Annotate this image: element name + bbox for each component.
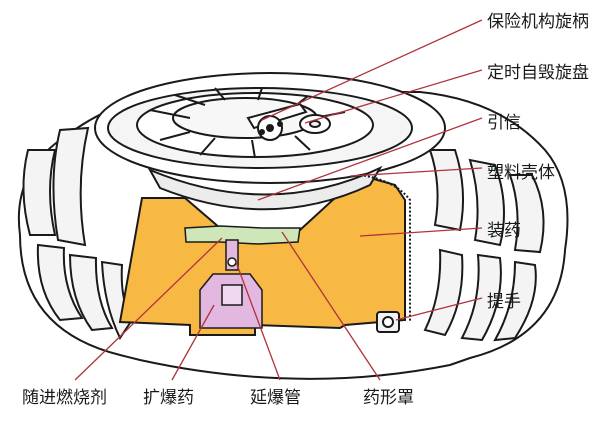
label-shaped-liner: 药形罩 bbox=[363, 388, 414, 408]
label-delay-tube: 延爆管 bbox=[250, 388, 301, 408]
carry-handle bbox=[376, 311, 400, 333]
label-fuze: 引信 bbox=[487, 113, 521, 133]
pointer-lines bbox=[74, 19, 483, 381]
label-self-destruct-dial: 定时自毁旋盘 bbox=[487, 63, 589, 83]
self-destruct-dial bbox=[299, 114, 331, 134]
casing-wall-outline bbox=[359, 174, 411, 322]
delay-tube-assembly bbox=[199, 239, 263, 329]
label-incendiary: 随进燃烧剂 bbox=[22, 388, 107, 408]
shaped-liner bbox=[184, 225, 301, 245]
label-handle: 提手 bbox=[487, 292, 521, 312]
label-plastic-casing: 塑料壳体 bbox=[487, 163, 555, 183]
safety-mechanism-knob bbox=[246, 102, 308, 141]
label-safety-mechanism: 保险机构旋柄 bbox=[487, 12, 589, 32]
casing-ribs-left bbox=[22, 126, 134, 341]
label-booster: 扩爆药 bbox=[143, 388, 194, 408]
label-charge: 装药 bbox=[487, 221, 521, 241]
